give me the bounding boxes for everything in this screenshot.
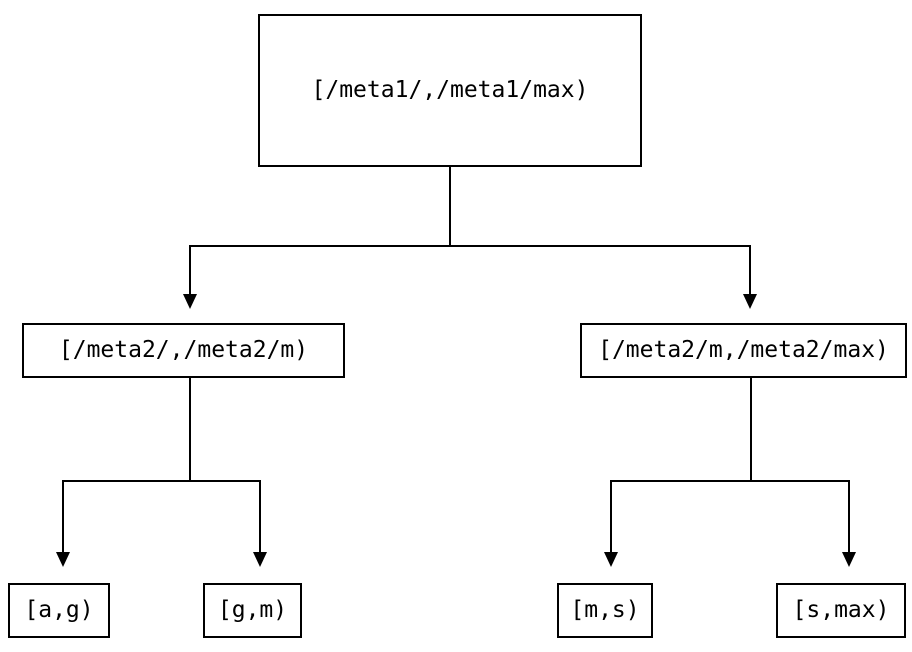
tree-node-left-child: [/meta2/,/meta2/m) — [22, 323, 345, 378]
edge-root-to-right-child — [449, 167, 751, 294]
tree-node-leaf-ms: [m,s) — [557, 583, 653, 638]
tree-node-leaf-ag: [a,g) — [8, 583, 110, 638]
edge-right-to-leaf-ms — [610, 378, 752, 552]
edge-left-to-leaf-gm — [189, 378, 261, 552]
tree-node-leaf-smax: [s,max) — [776, 583, 906, 638]
tree-node-left-child-label: [/meta2/,/meta2/m) — [58, 337, 309, 363]
tree-node-right-child: [/meta2/m,/meta2/max) — [580, 323, 907, 378]
tree-node-right-child-label: [/meta2/m,/meta2/max) — [598, 337, 889, 363]
tree-node-leaf-gm-label: [g,m) — [217, 597, 288, 623]
edge-right-to-leaf-smax — [750, 378, 850, 552]
arrowhead-icon — [604, 552, 618, 567]
tree-node-leaf-ms-label: [m,s) — [570, 597, 640, 623]
tree-node-root-label: [/meta1/,/meta1/max) — [311, 77, 589, 103]
arrowhead-icon — [253, 552, 267, 567]
tree-node-root: [/meta1/,/meta1/max) — [258, 14, 642, 167]
tree-node-leaf-gm: [g,m) — [203, 583, 302, 638]
tree-node-leaf-smax-label: [s,max) — [792, 597, 890, 623]
arrowhead-icon — [743, 294, 757, 309]
edge-left-to-leaf-ag — [62, 378, 191, 552]
edge-root-to-left-child — [189, 167, 451, 294]
arrowhead-icon — [842, 552, 856, 567]
arrowhead-icon — [56, 552, 70, 567]
arrowhead-icon — [183, 294, 197, 309]
tree-node-leaf-ag-label: [a,g) — [24, 597, 94, 623]
